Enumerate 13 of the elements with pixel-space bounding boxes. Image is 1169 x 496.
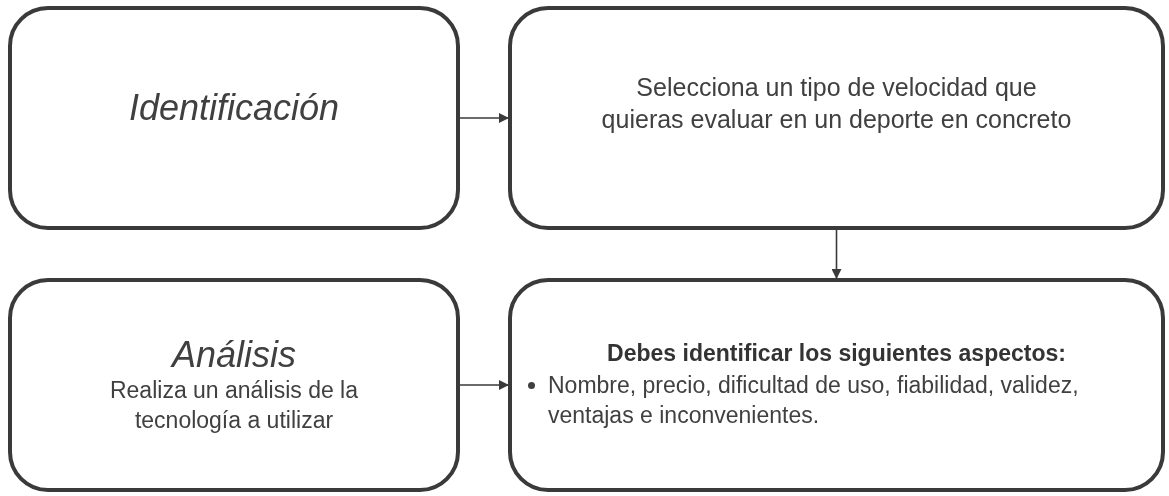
description-text: Realiza un análisis de la tecnología a utilizar [108, 376, 359, 435]
process-box [8, 6, 460, 230]
bullet-item: Nombre, precio, dificultad de uso, fiabilidad, validez, ventajas e inconvenientes. [548, 370, 1080, 430]
process-box [8, 278, 460, 492]
arrow [831, 229, 842, 279]
description-text: Selecciona un tipo de velocidad que quieras evaluar en un deporte en concreto [601, 71, 1072, 135]
title-text: Análisis [171, 334, 297, 377]
arrow [459, 113, 509, 123]
heading-text: Debes identificar los siguientes aspectos: [607, 339, 1066, 367]
process-box [508, 278, 1165, 492]
title-text: Identificación [128, 87, 340, 129]
arrow [459, 380, 509, 390]
process-box [508, 6, 1165, 230]
